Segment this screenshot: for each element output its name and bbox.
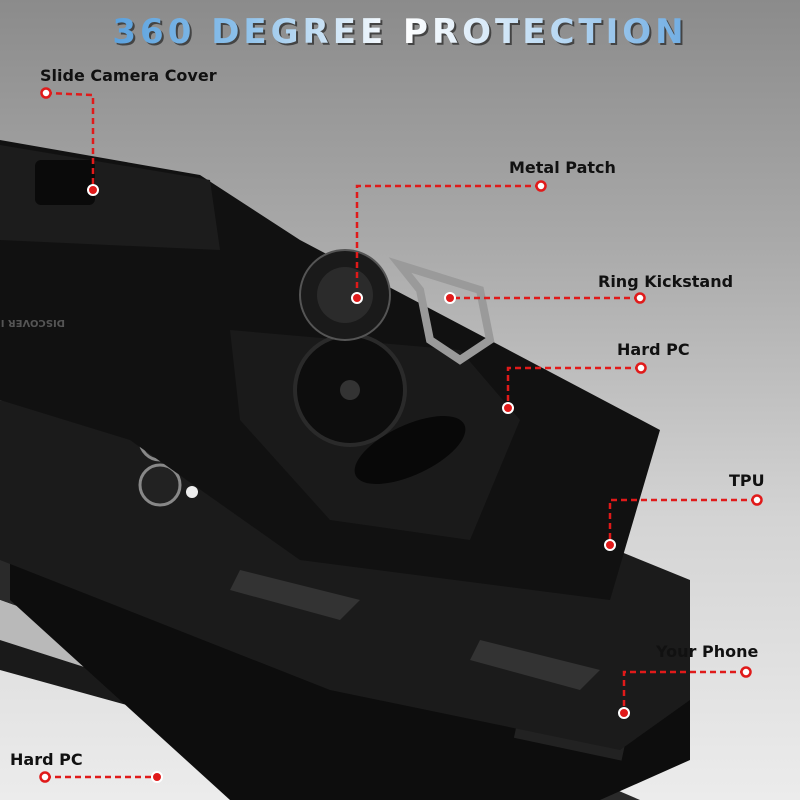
case-embossed-text: DISCOVER INNOVATION [0, 317, 65, 328]
page-title: 360 DEGREE PROTECTION [0, 12, 800, 52]
ring-kickstand [299, 249, 495, 365]
callout-metal-patch: Metal Patch [509, 158, 616, 177]
callout-tpu: TPU [729, 471, 765, 490]
callout-your-phone: Your Phone [656, 642, 759, 661]
callout-ring-kickstand: Ring Kickstand [598, 272, 734, 291]
callout-lines [45, 91, 757, 779]
callout-slide-camera-cover: Slide Camera Cover [40, 66, 217, 85]
hard-pc-back-plate [0, 140, 660, 600]
callout-hard-pc-top: Hard PC [617, 340, 690, 359]
callout-hard-pc-bottom: Hard PC [10, 750, 83, 769]
callout-dots [39, 87, 763, 783]
